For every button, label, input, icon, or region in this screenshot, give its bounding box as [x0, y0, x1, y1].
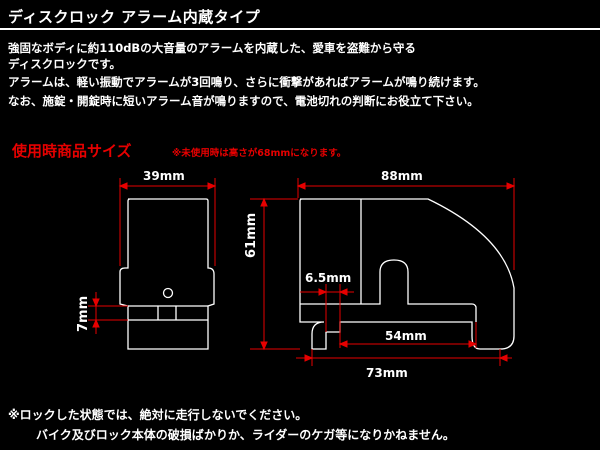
keyhole-circle — [162, 287, 174, 299]
front-view-body-outline — [299, 198, 515, 350]
size-heading: 使用時商品サイズ — [12, 142, 132, 160]
dim-side-step-label: 7mm — [76, 295, 91, 332]
size-note: ※未使用時は高さが68mmになります。 — [172, 148, 347, 159]
dim-side-width-lines — [118, 178, 217, 266]
warning-line-1: ※ロックした状態では、絶対に走行しないでください。 — [8, 408, 308, 422]
dim-front-width-label: 88mm — [381, 169, 423, 183]
description-line-2: ディスクロックです。 — [8, 57, 122, 71]
dim-side-width-label: 39mm — [143, 169, 185, 183]
warning-line-2: バイク及びロック本体の破損ばかりか、ライダーのケガ等になりかねません。 — [36, 428, 455, 442]
description-line-4: なお、施錠・開錠時に短いアラーム音が鳴りますので、電池切れの判断にお役立て下さい… — [8, 94, 479, 108]
side-view-body-outline — [119, 198, 215, 350]
title-divider — [0, 28, 600, 30]
dim-height-label: 61mm — [244, 212, 259, 258]
dim-inner-label: 54mm — [385, 329, 427, 343]
description-line-3: アラームは、軽い振動でアラームが3回鳴り、さらに衝撃があればアラームが鳴り続けま… — [8, 75, 485, 89]
dim-pin-label: 6.5mm — [305, 271, 352, 285]
dim-height-lines — [250, 197, 300, 351]
description-line-1: 強固なボディに約110dBの大音量のアラームを内蔵した、愛車を盗難から守る — [8, 41, 416, 55]
dim-inner-lines — [338, 322, 478, 348]
front-view — [299, 198, 515, 350]
dim-bottom-lines — [296, 349, 512, 366]
dim-pin-lines — [300, 284, 354, 332]
side-view — [119, 198, 215, 350]
dim-side-step-lines — [88, 292, 128, 334]
dim-front-width-lines — [296, 178, 516, 270]
dim-bottom-label: 73mm — [366, 366, 408, 380]
page-title: ディスクロック アラーム内蔵タイプ — [8, 8, 261, 26]
